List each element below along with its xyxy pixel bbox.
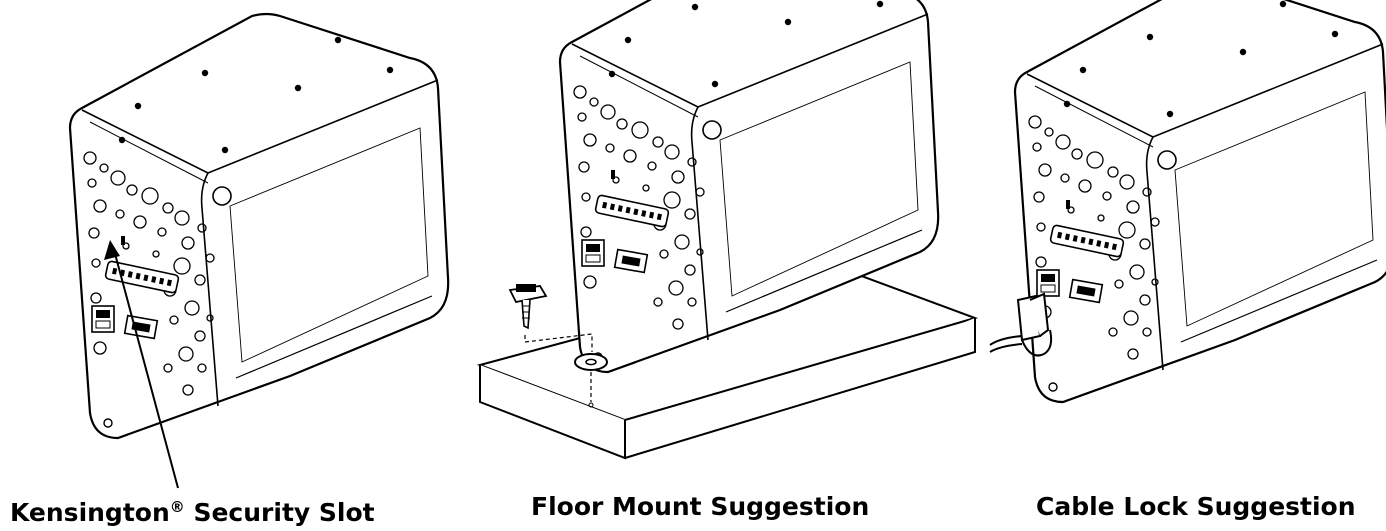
caption-floor-mount: Floor Mount Suggestion — [531, 492, 870, 521]
caption-kensington-rest: Security Slot — [184, 498, 375, 527]
cable-lock-icon — [989, 292, 1053, 357]
arrow-to-slot — [104, 240, 179, 489]
drive-enclosure-3 — [1013, 0, 1386, 404]
caption-cable-lock: Cable Lock Suggestion — [1036, 492, 1356, 521]
drive-enclosure-1 — [68, 12, 450, 440]
washer-icon — [574, 353, 608, 408]
screw-icon — [508, 284, 593, 352]
mounting-board — [476, 266, 979, 460]
caption-kensington-security-slot: Kensington® Security Slot — [10, 490, 375, 530]
caption-kensington-text: Kensington — [10, 498, 170, 527]
registered-mark: ® — [169, 498, 185, 516]
